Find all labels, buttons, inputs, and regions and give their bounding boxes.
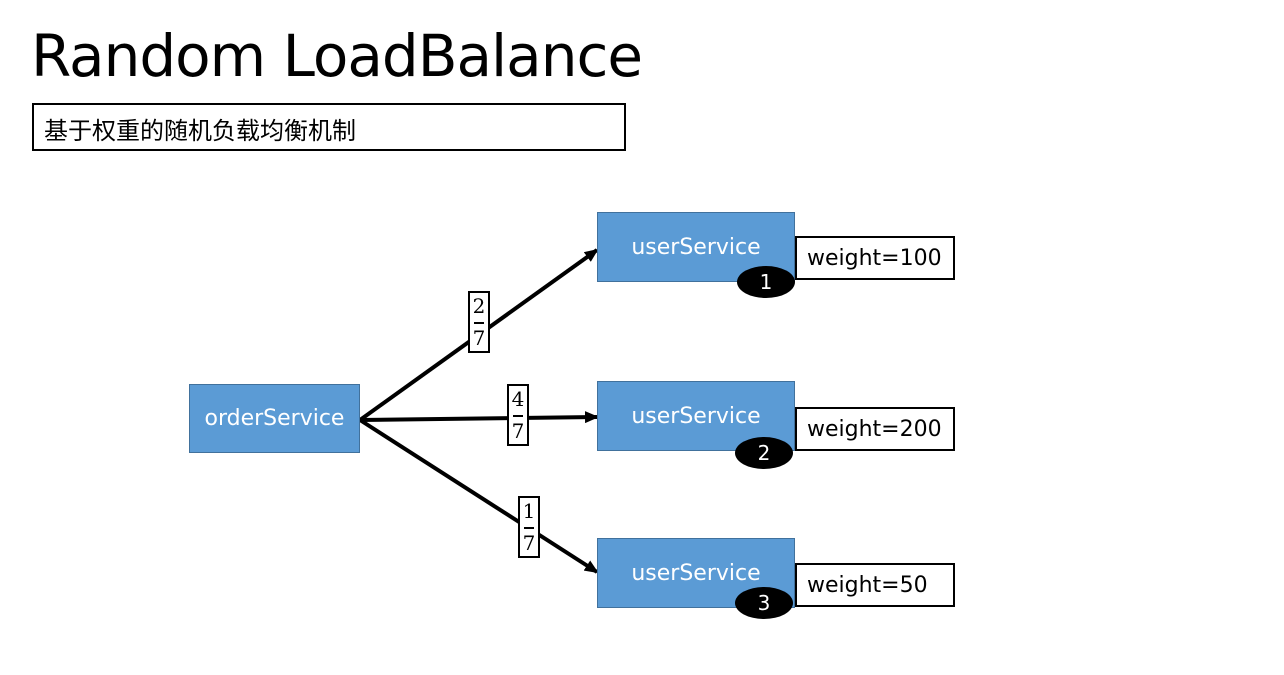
instance-badge-1: 1 [737, 266, 795, 298]
order-service-node: orderService [189, 384, 360, 453]
probability-fraction-2: 4 7 [507, 384, 529, 446]
user-service-label: userService [631, 403, 761, 429]
fraction-denominator: 7 [522, 531, 536, 555]
subtitle-box: 基于权重的随机负载均衡机制 [32, 103, 626, 151]
fraction-bar [524, 527, 534, 529]
order-service-label: orderService [204, 406, 345, 431]
probability-fraction-1: 2 7 [468, 291, 490, 353]
instance-badge-2: 2 [735, 437, 793, 469]
arrow-to-service-3 [358, 418, 599, 574]
fraction-numerator: 2 [472, 294, 486, 318]
weight-label-3: weight=50 [795, 563, 955, 607]
arrow-to-service-2 [359, 411, 599, 424]
subtitle: 基于权重的随机负载均衡机制 [44, 117, 356, 145]
instance-badge-3: 3 [735, 587, 793, 619]
user-service-node-3: userService [597, 538, 795, 608]
fraction-bar [513, 415, 523, 417]
fraction-numerator: 1 [522, 499, 536, 523]
fraction-numerator: 4 [511, 387, 525, 411]
fraction-bar [474, 322, 484, 324]
weight-label-2: weight=200 [795, 407, 955, 451]
fraction-denominator: 7 [472, 326, 486, 350]
user-service-label: userService [631, 234, 761, 260]
user-service-label: userService [631, 560, 761, 586]
weight-label-1: weight=100 [795, 236, 955, 280]
fraction-denominator: 7 [511, 419, 525, 443]
page-title: Random LoadBalance [31, 22, 643, 90]
probability-fraction-3: 1 7 [518, 496, 540, 558]
